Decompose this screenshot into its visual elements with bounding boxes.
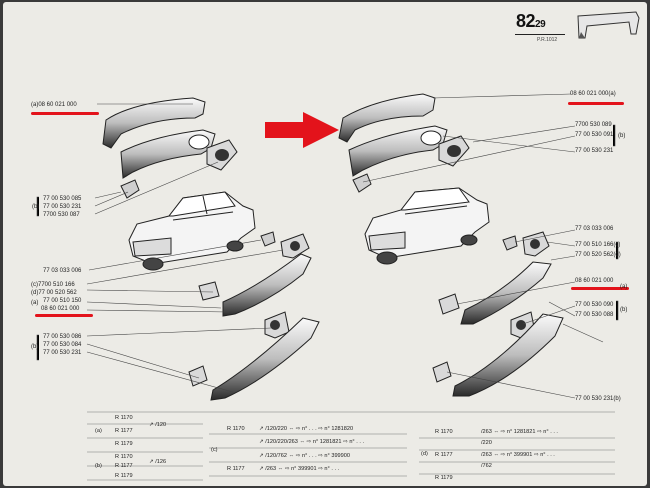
right-front-handle <box>338 93 436 143</box>
part-ref: (d)77 00 520 562 <box>31 290 77 296</box>
table-cell-codes: ↗ /120/220 ⇔ ⇨ n° . . . ⇨ n° 1281820 <box>259 426 354 432</box>
table-cell-model: R 1179 <box>115 441 133 447</box>
part-ref: 77 00 510 166(c) <box>575 242 621 248</box>
table-cell-codes: /762 <box>481 463 492 469</box>
table-cell-model: R 1179 <box>435 475 453 481</box>
part-ref: 08 60 021 000 <box>41 306 80 312</box>
table-cell-code: ↗ /120 <box>149 422 167 428</box>
left-rear-handle-b <box>188 311 320 401</box>
part-ref: 77 00 530 231(b) <box>575 396 621 402</box>
table-cell-codes: ↗ /120/220/263 ⇔ ⇨ n° 1281821 ⇨ n° . . . <box>259 439 364 445</box>
page-subnumber: 29 <box>535 19 546 30</box>
part-ref: 77 00 530 231 <box>43 204 82 210</box>
left-car-illustration <box>128 191 256 271</box>
highlight-underline <box>568 102 624 105</box>
right-rear-handle-b <box>432 311 564 397</box>
part-ref: 77 00 530 090 <box>575 302 614 308</box>
table-cell-model: R 1177 <box>115 463 133 469</box>
part-ref: 77 00 530 085 <box>43 196 82 202</box>
part-ref: 77 00 530 086 <box>43 334 82 340</box>
header-rule <box>515 34 565 35</box>
highlight-underline <box>35 314 93 317</box>
right-handle-escutcheon <box>348 125 470 193</box>
part-ref-label: (a) <box>31 300 39 306</box>
table-cell-label: (c) <box>211 447 218 453</box>
part-ref-label: (a) <box>620 284 628 290</box>
parts-catalog-page: 8229 P.R.1012 (a)08 60 021 000 77 00 530… <box>3 2 647 486</box>
leader-lines-left <box>86 103 284 393</box>
bottom-table-lines <box>87 411 615 481</box>
highlight-underline <box>31 112 99 115</box>
left-handle-escutcheon <box>120 129 238 199</box>
left-front-handle <box>102 97 206 149</box>
part-ref: 77 00 530 088 <box>575 312 614 318</box>
part-ref-label: (b) <box>32 204 40 210</box>
part-ref: 77 03 033 006 <box>575 226 614 232</box>
part-ref: 77 03 033 006 <box>43 268 82 274</box>
table-cell-codes: /263 ⇔ ⇨ n° 399901 ⇨ n° . . . <box>481 452 555 458</box>
part-ref: 08 60 021 000(a) <box>570 91 616 97</box>
part-ref: (c)7700 510 166 <box>31 282 75 288</box>
table-cell-codes: /220 <box>481 440 492 446</box>
part-ref: (a)08 60 021 000 <box>31 102 77 108</box>
part-ref: 7700 530 087 <box>43 212 80 218</box>
right-car-illustration <box>364 187 490 265</box>
table-cell-codes: /263 ⇔ ⇨ n° 1281821 ⇨ n° . . . <box>481 429 558 435</box>
part-ref-label: (b) <box>618 133 626 139</box>
leader-lines-right <box>362 93 604 399</box>
page-number: 8229 <box>516 11 546 31</box>
part-ref: 77 00 530 231 <box>43 350 82 356</box>
pr-code: P.R.1012 <box>537 37 558 43</box>
table-cell-model: R 1170 <box>435 429 453 435</box>
part-ref-label: (b) <box>620 307 628 313</box>
left-screw <box>260 231 276 247</box>
exploded-parts-diagram <box>36 11 640 481</box>
left-rear-handle <box>198 233 312 317</box>
part-ref: 08 60 021 000 <box>575 278 614 284</box>
highlight-underline <box>571 287 629 290</box>
table-cell-model: R 1179 <box>115 473 133 479</box>
part-ref: 7700 530 089 <box>575 122 612 128</box>
table-cell-codes: ↗ /120/762 ⇔ ⇨ n° . . . ⇨ n° 399900 <box>259 453 350 459</box>
right-rear-handle <box>438 231 552 325</box>
bracket-marks <box>36 124 619 361</box>
part-ref: 77 00 510 150 <box>43 298 82 304</box>
table-cell-model: R 1170 <box>227 426 245 432</box>
table-cell-model: R 1177 <box>435 452 453 458</box>
part-ref: 77 00 530 091 <box>575 132 614 138</box>
part-ref: 77 00 520 562(d) <box>575 252 621 258</box>
part-ref: 77 00 530 231 <box>575 148 614 154</box>
table-cell-label: (d) <box>421 451 428 457</box>
table-cell-label: (b) <box>95 463 102 469</box>
table-cell-model: R 1177 <box>115 428 133 434</box>
right-screw <box>502 235 518 251</box>
table-cell-codes: ↗ /263 ⇔ ⇨ n° 399901 ⇨ n° . . . <box>259 466 340 472</box>
red-arrow-icon <box>265 112 339 148</box>
table-cell-code: ↗ /126 <box>149 459 167 465</box>
table-cell-model: R 1170 <box>115 415 133 421</box>
table-cell-model: R 1170 <box>115 454 133 460</box>
table-cell-model: R 1177 <box>227 466 245 472</box>
table-cell-label: (a) <box>95 428 102 434</box>
handle-thumbnail-icon <box>577 11 640 39</box>
part-ref: 77 00 530 084 <box>43 342 82 348</box>
part-ref-label: (b) <box>31 344 39 350</box>
